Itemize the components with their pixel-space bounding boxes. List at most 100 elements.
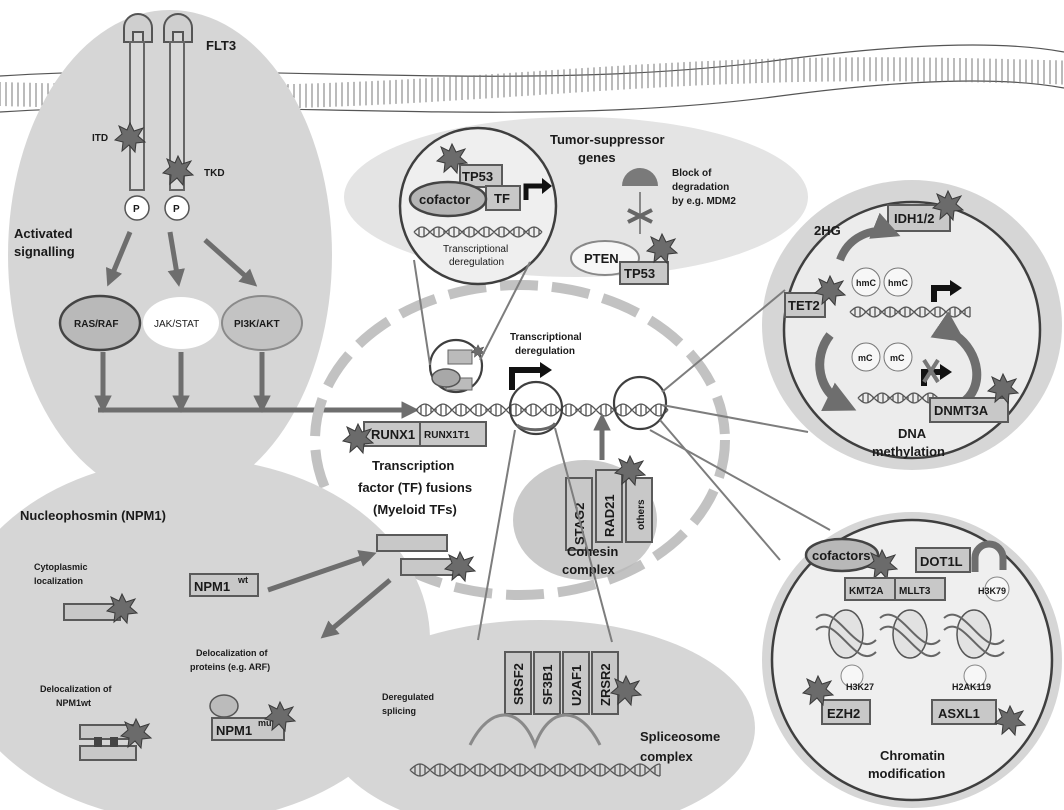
dna-strand [857,392,939,404]
srsf2-box [504,651,532,715]
nucleosome [828,609,864,659]
dna-methylation-title: methylation [872,444,945,459]
phospho-label: P [133,204,140,215]
rna-strand [409,763,661,777]
tumor-suppressor-title: genes [578,150,616,165]
dot1l-box [915,547,971,573]
tet2-label: TET2 [788,298,820,313]
zoom-circle-cohesin [612,375,668,431]
h3k79-mark [984,576,1010,602]
dna-wrap [943,613,1005,657]
deregulation-label: deregulation [449,257,504,268]
mc-node [851,342,881,372]
h2ak119-mark [963,664,987,688]
tp53-label: TP53 [462,169,493,184]
dna-strand [415,403,669,417]
srsf2-label: SRSF2 [511,663,526,705]
rad21-box [595,469,623,543]
mllt3-box [894,577,946,601]
block-label: Block of [672,168,712,179]
cyto-label: Cytoplasmic [34,562,88,572]
tf-box [485,185,521,211]
connector-lines [413,259,831,643]
runx1t1-label: RUNX1T1 [424,430,470,441]
tumor-suppressor-title: Tumor-suppressor [550,132,665,147]
ras-raf-node [58,294,142,352]
sf3b1-box [533,651,561,715]
dna-wrap [879,613,941,657]
npm1wt-sup: wt [237,575,248,585]
transcription-start-icon [509,367,542,390]
itd-label: ITD [92,133,108,144]
arf-node [209,694,239,718]
h2ak119-label: H2AK119 [952,682,991,692]
dna-strand [413,226,543,238]
asxl1-box [931,699,997,725]
mc-node [883,342,913,372]
cofactor-label: cofactor [419,192,470,207]
npm1wt-label: NPM1 [194,579,230,594]
kmt2a-label: KMT2A [849,586,883,597]
jak-stat-node [143,297,219,349]
u2af1-box [562,651,590,715]
block-label: degradation [672,182,729,193]
deloc-prot-label: Delocalization of [196,648,269,658]
spliceosome-panel: SRSF2 SF3B1 U2AF1 ZRSR2 Deregulated spli… [325,620,755,810]
spliceosome-title: complex [640,749,694,764]
deloc-wt-label: NPM1wt [56,698,91,708]
pi3k-akt-node [221,295,303,351]
cofactors-node [804,537,880,573]
cofactor-node [408,180,488,218]
tkd-label: TKD [204,168,225,179]
zrsr2-label: ZRSR2 [598,663,613,706]
cohesin-panel: STAG2 RAD21 others Cohesin complex [513,413,657,580]
h3k27-mark [840,664,864,688]
signalling-label: signalling [14,244,75,259]
dereg-splicing-label: Deregulated [382,692,434,702]
transcription-start-icon [523,183,544,200]
hook-icon [971,540,1007,572]
pten-label: PTEN [584,251,619,266]
npm1-protein [79,745,137,761]
block-x-icon [627,208,653,224]
nucleosome [892,609,928,659]
tp53-box-bottom [619,261,669,285]
nucleus-outline [310,280,730,600]
nucleosomes [815,609,1005,659]
dereg-splicing-label: splicing [382,706,416,716]
tf-fusion-title: factor (TF) fusions [358,480,472,495]
jak-stat-label: JAK/STAT [154,319,199,330]
h3k27-label: H3K27 [846,682,874,692]
runx1t1-box [419,421,487,447]
tf-fusion-title: (Myeloid TFs) [373,502,457,517]
zoom-circle-chromatin [770,518,1054,802]
chromatin-panel: cofactors DOT1L KMT2A MLLT3 H3K79 H3K27 … [762,512,1062,808]
activated-label: Activated [14,226,73,241]
dna-wrap [815,613,877,657]
zoom-circle-splicing [508,380,564,436]
block-label: by e.g. MDM2 [672,196,736,207]
dna-methylation-panel: IDH1/2 2HG TET2 hmC hmC mC mC DNMT3A DNA… [762,180,1062,470]
nucleosome [956,609,992,659]
tumor-suppressor-panel: Tumor-suppressor genes TP53 TF cofactor … [344,117,808,286]
zoom-circle-small [428,338,484,394]
hmc-node [851,267,881,297]
cohesin-title: complex [562,562,616,577]
stag2-box [565,477,593,551]
tet2-box [784,292,826,318]
deregulation-label: deregulation [515,346,575,357]
npm1-title: Nucleophosmin (NPM1) [20,508,166,523]
npm1-panel: Nucleophosmin (NPM1) Cytoplasmic localiz… [0,458,476,810]
others-box [625,477,653,543]
tp53-label-bottom: TP53 [624,266,655,281]
deloc-wt-label: Delocalization of [40,684,113,694]
cofactors-label: cofactors [812,548,871,563]
transcriptional-label: Transcriptional [443,244,508,255]
npm1mut-label: NPM1 [216,723,252,738]
flt3-label: FLT3 [206,38,236,53]
tp53-box [459,164,503,188]
spliceosome-title: Spliceosome [640,729,720,744]
central-dna: Transcriptional deregulation RUNX1 RUNX1… [342,332,669,517]
others-label: others [636,499,647,530]
